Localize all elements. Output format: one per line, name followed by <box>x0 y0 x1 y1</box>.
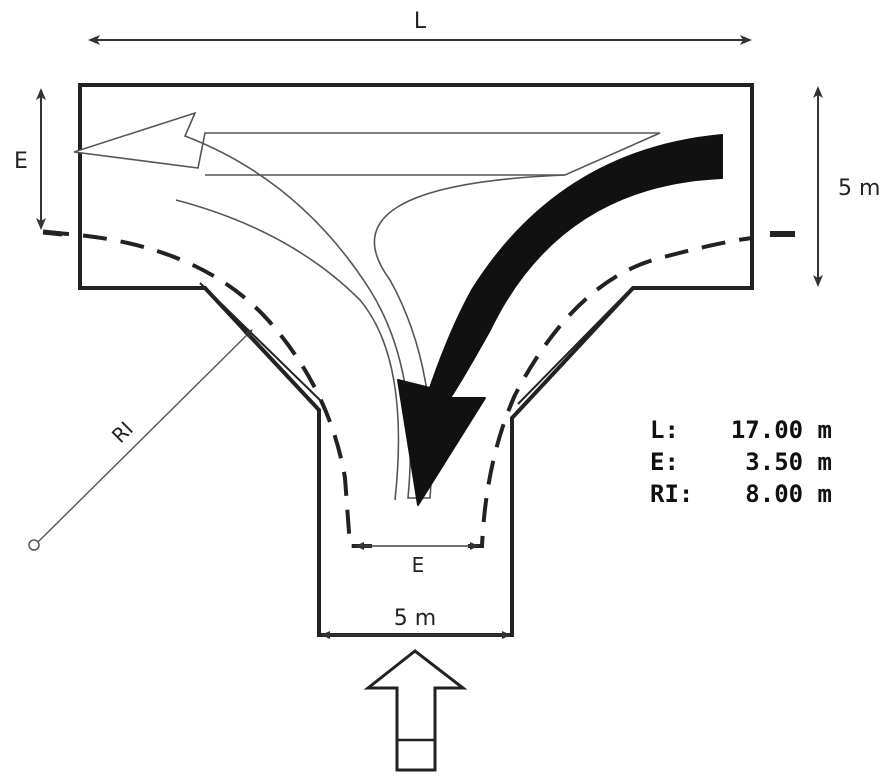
road-width-label: 5 m <box>838 176 880 201</box>
right-corner-edge-line <box>517 291 629 405</box>
inner-edge-dashed-curve <box>44 230 753 548</box>
dim-value-lane-width: 3.50 m <box>745 448 832 476</box>
right-turn-arrow <box>397 134 723 506</box>
incoming-traffic-arrow <box>363 649 468 772</box>
dim-value-length: 17.00 m <box>731 416 832 444</box>
radius-line <box>37 329 253 543</box>
left-turn-arrow-outer-edge <box>175 199 400 501</box>
radius-center-point <box>28 539 40 551</box>
length-label: L <box>414 9 427 34</box>
radius-label: RI <box>107 417 138 448</box>
dim-key-lane-width: E: <box>650 448 679 476</box>
lane-width-label: E <box>14 149 28 174</box>
left-corner-edge-line <box>199 282 323 403</box>
dim-key-radius: RI: <box>650 480 693 508</box>
dim-key-length: L: <box>650 416 679 444</box>
road-outline <box>78 83 754 637</box>
dimensions-table: L: 17.00 m E: 3.50 m RI: 8.00 m <box>650 416 832 508</box>
dim-value-radius: 8.00 m <box>745 480 832 508</box>
left-edge-tick <box>42 229 63 237</box>
inner-lane-label: E <box>412 553 425 577</box>
left-turn-arrow <box>73 111 661 499</box>
branch-width-label: 5 m <box>394 606 436 631</box>
